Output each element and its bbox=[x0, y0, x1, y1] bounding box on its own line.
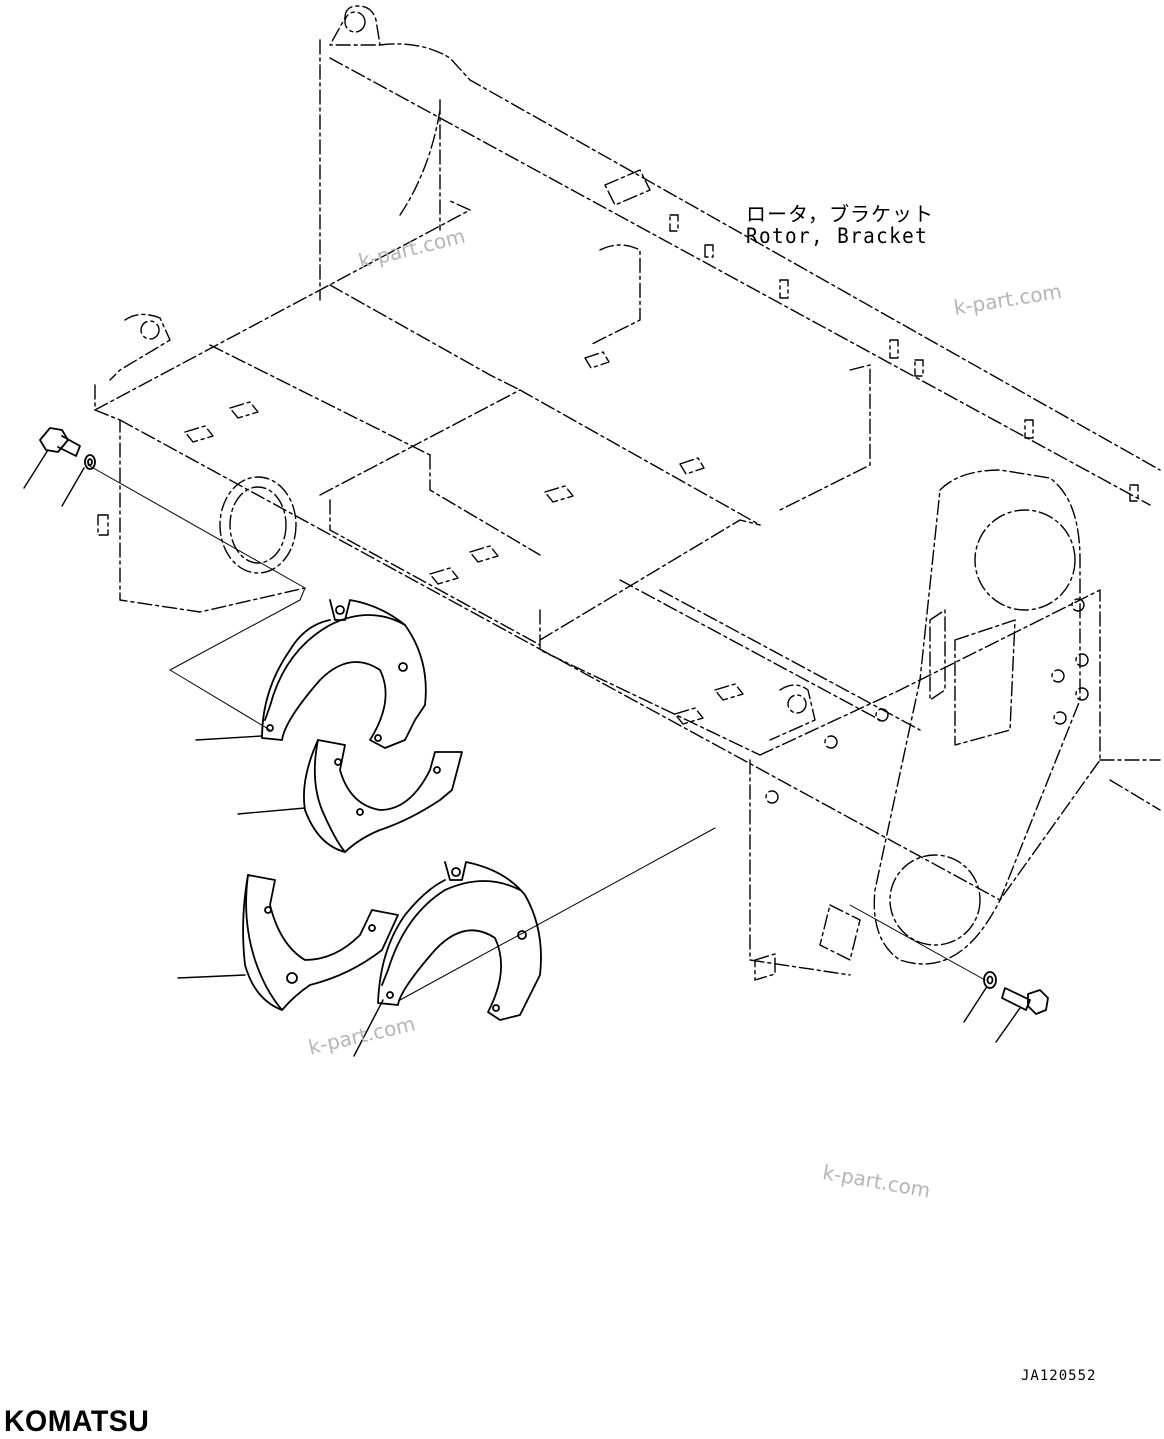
assembly-guide-lines bbox=[87, 464, 986, 1001]
leader-cover-lower-half bbox=[177, 974, 246, 979]
leader-cover-upper-half bbox=[237, 807, 306, 815]
leader-washer-right bbox=[963, 987, 987, 1023]
komatsu-logo: KOMATSU bbox=[4, 1405, 150, 1438]
cover-lower-half bbox=[242, 874, 399, 1011]
leader-cover-upper-horseshoe bbox=[195, 735, 263, 741]
leader-cover-lower-horseshoe bbox=[353, 999, 384, 1057]
cover-upper-half bbox=[303, 739, 463, 853]
part-label-japanese: ロータ，ブラケット bbox=[746, 202, 934, 226]
part-label-english: Rotor, Bracket bbox=[746, 224, 929, 248]
leader-lines bbox=[23, 449, 1021, 1057]
rotor-frame-outline bbox=[94, 5, 1161, 981]
washer-left bbox=[84, 454, 96, 470]
drawing-code: JA120552 bbox=[1021, 1368, 1097, 1384]
bolt-left bbox=[39, 427, 81, 457]
leader-washer-left bbox=[61, 467, 85, 507]
washer-right bbox=[983, 971, 997, 989]
leader-bolt-left bbox=[23, 449, 49, 489]
cover-upper-horseshoe bbox=[261, 599, 427, 749]
bolt-right bbox=[1001, 987, 1049, 1015]
cover-lower-horseshoe bbox=[377, 861, 542, 1021]
leader-bolt-right bbox=[995, 1007, 1021, 1043]
